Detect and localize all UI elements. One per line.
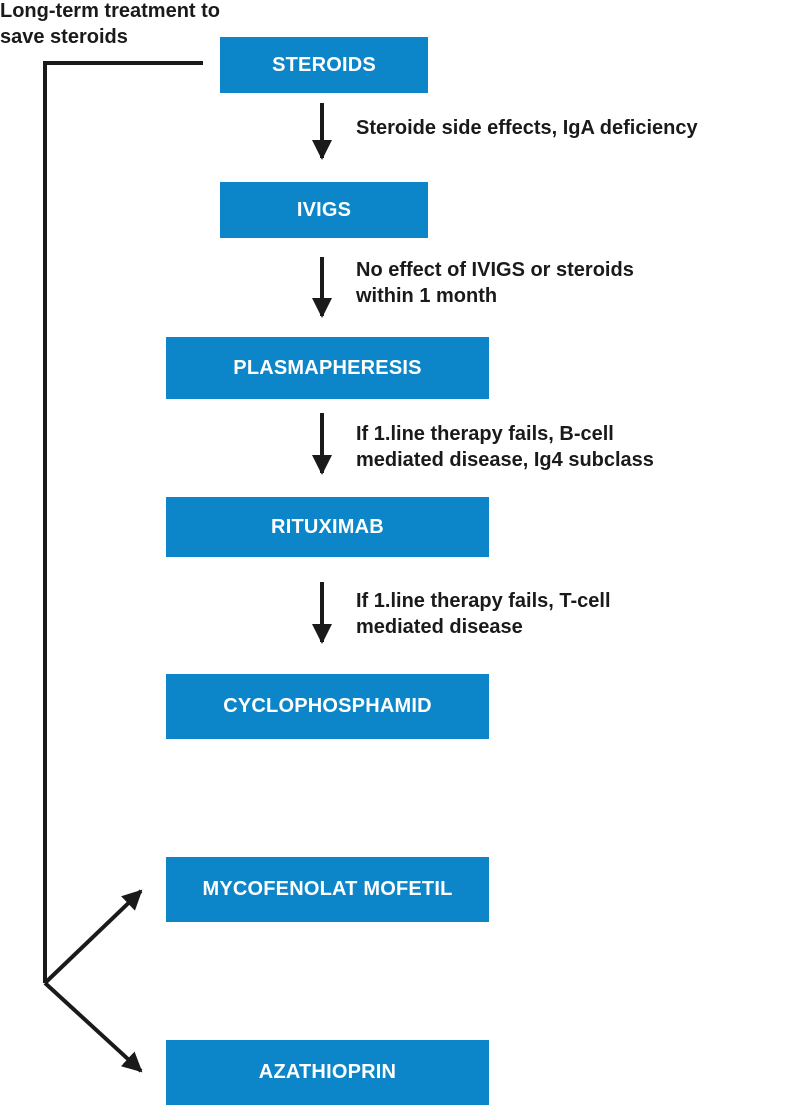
box-azathioprin: AZATHIOPRIN [166,1040,489,1105]
box-cyclophosphamid: CYCLOPHOSPHAMID [166,674,489,739]
long-term-bracket [43,61,203,983]
transition-label-1: Steroide side effects, IgA deficiency [356,115,698,141]
transition-label-3: If 1.line therapy fails, B-cell mediated… [356,421,654,473]
box-mycofenolat-mofetil: MYCOFENOLAT MOFETIL [166,857,489,922]
transition-label-3-line1: If 1.line therapy fails, B-cell [356,423,614,445]
box-steroids: STEROIDS [220,37,428,93]
transition-label-3-line2: mediated disease, Ig4 subclass [356,449,654,471]
arrow-to-mycofenolat [43,889,143,985]
transition-label-2-line2: within 1 month [356,285,498,307]
transition-label-4-line1: If 1.line therapy fails, T-cell [356,590,611,612]
box-rituximab: RITUXIMAB [166,497,489,557]
transition-label-4: If 1.line therapy fails, T-cell mediated… [356,588,611,640]
transition-label-2-line1: No effect of IVIGS or steroids [356,259,634,281]
box-ivigs: IVIGS [220,182,428,238]
transition-label-4-line2: mediated disease [356,616,523,638]
long-term-note-line1: Long-term treatment to [0,0,220,22]
long-term-note: Long-term treatment to save steroids [0,0,220,50]
box-plasmapheresis: PLASMAPHERESIS [166,337,489,399]
transition-label-2: No effect of IVIGS or steroids within 1 … [356,257,634,309]
transition-label-1-line1: Steroide side effects, IgA deficiency [356,117,698,139]
long-term-note-line2: save steroids [0,26,128,48]
arrow-to-azathioprin [43,981,143,1073]
